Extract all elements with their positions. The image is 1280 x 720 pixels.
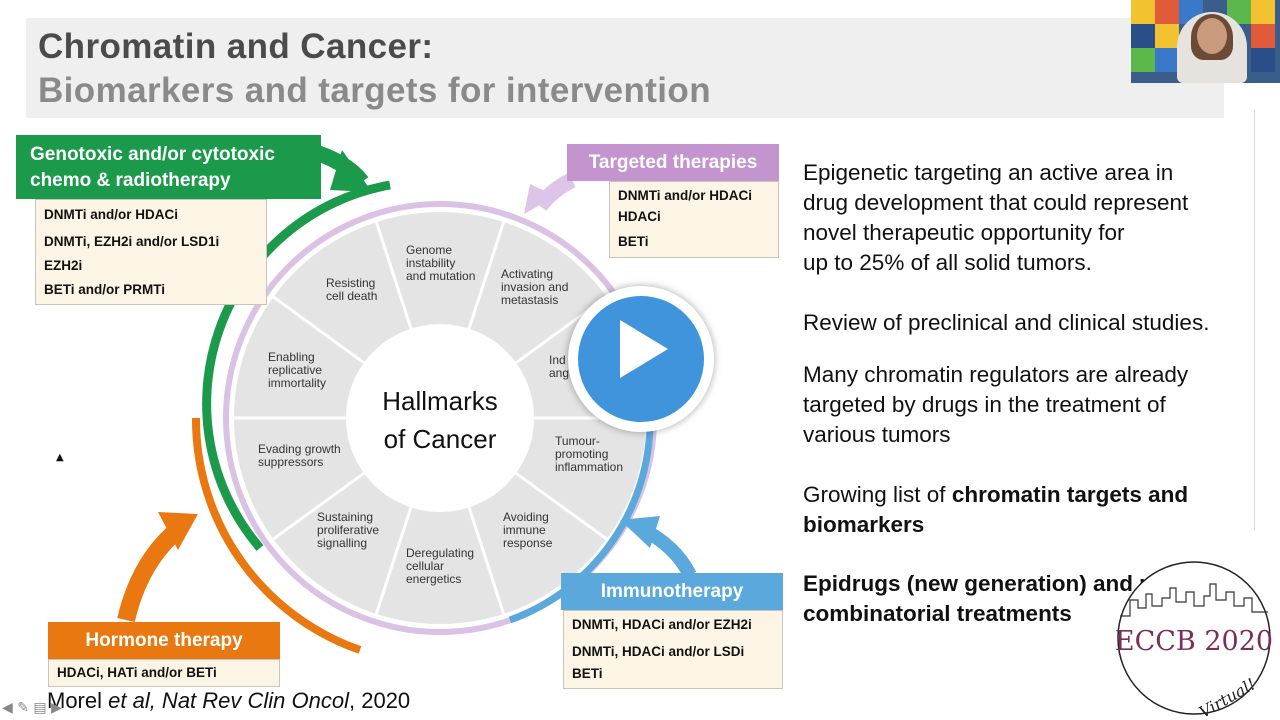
wheel-spoke: [467, 505, 506, 615]
wheel-spoke: [374, 505, 413, 615]
hormone-arrow: [117, 520, 186, 623]
prev-arrow-icon[interactable]: ◀: [2, 700, 13, 716]
slide-title: Chromatin and Cancer:: [38, 27, 434, 66]
webcam-feed: [1131, 0, 1280, 83]
bullet-review: Review of preclinical and clinical studi…: [803, 310, 1210, 335]
wheel-spoke: [467, 221, 506, 331]
wheel-center: [346, 324, 534, 512]
wheel-center-line1: Hallmarks: [382, 386, 498, 416]
drug-item: BETi: [572, 666, 603, 681]
drug-item: DNMTi, HDACi and/or LSDi: [572, 644, 745, 659]
drug-item: BETi: [618, 234, 649, 249]
wheel-center-line2: of Cancer: [384, 424, 497, 454]
citation: Morel et al, Nat Rev Clin Oncol, 2020: [47, 688, 411, 713]
genotoxic-therapy-label: Genotoxic and/or cytotoxic chemo & radio…: [16, 135, 321, 199]
drug-item: HDACi, HATi and/or BETi: [57, 665, 217, 680]
wheel-spoke: [374, 221, 413, 331]
mouse-cursor-icon: ▲: [56, 452, 64, 463]
immunotherapy-drug-list: DNMTi, HDACi and/or EZH2i DNMTi, HDACi a…: [563, 610, 783, 689]
drug-item: DNMTi and/or HDACi: [618, 188, 752, 203]
immuno-arc: [508, 419, 654, 624]
slide-controls: ◀ ✎ ▤ ▶: [2, 700, 90, 720]
slide-subtitle: Biomarkers and targets for intervention: [38, 71, 711, 110]
drug-item: DNMTi, EZH2i and/or LSD1i: [44, 234, 220, 249]
pen-icon[interactable]: ✎: [17, 700, 29, 716]
slides-icon[interactable]: ▤: [33, 700, 47, 716]
play-icon: [620, 320, 668, 378]
bullet-targets-biomarkers: Growing list of chromatin targets and bi…: [803, 482, 1189, 537]
wheel-spoke: [272, 295, 367, 366]
eccb-logo: ECCB 2020 Virtual!: [1115, 561, 1273, 716]
eccb-logo-text: ECCB 2020: [1115, 626, 1273, 657]
genotoxic-drug-list: DNMTi and/or HDACi DNMTi, EZH2i and/or L…: [35, 199, 267, 305]
hormone-drug-list: HDACi, HATi and/or BETi: [48, 659, 280, 687]
next-arrow-icon[interactable]: ▶: [51, 700, 62, 716]
drug-item: DNMTi and/or HDACi: [44, 207, 178, 222]
targeted-drug-list: DNMTi and/or HDACi HDACi BETi: [609, 181, 779, 258]
wheel-spoke: [272, 470, 367, 541]
targeted-therapy-label: Targeted therapies: [567, 144, 779, 181]
hormone-arc: [191, 417, 362, 654]
drug-item: BETi and/or PRMTi: [44, 282, 166, 297]
drug-item: DNMTi, HDACi and/or EZH2i: [572, 617, 752, 632]
genotoxic-arc: [202, 180, 391, 551]
title-band: [26, 18, 1224, 118]
immunotherapy-label: Immunotherapy: [561, 573, 783, 610]
wheel-spoke: [513, 470, 608, 541]
divider: [1254, 110, 1255, 530]
drug-item: EZH2i: [44, 258, 83, 273]
drug-item: HDACi: [618, 209, 661, 224]
hormone-therapy-label: Hormone therapy: [48, 622, 280, 659]
play-button[interactable]: [568, 286, 714, 432]
